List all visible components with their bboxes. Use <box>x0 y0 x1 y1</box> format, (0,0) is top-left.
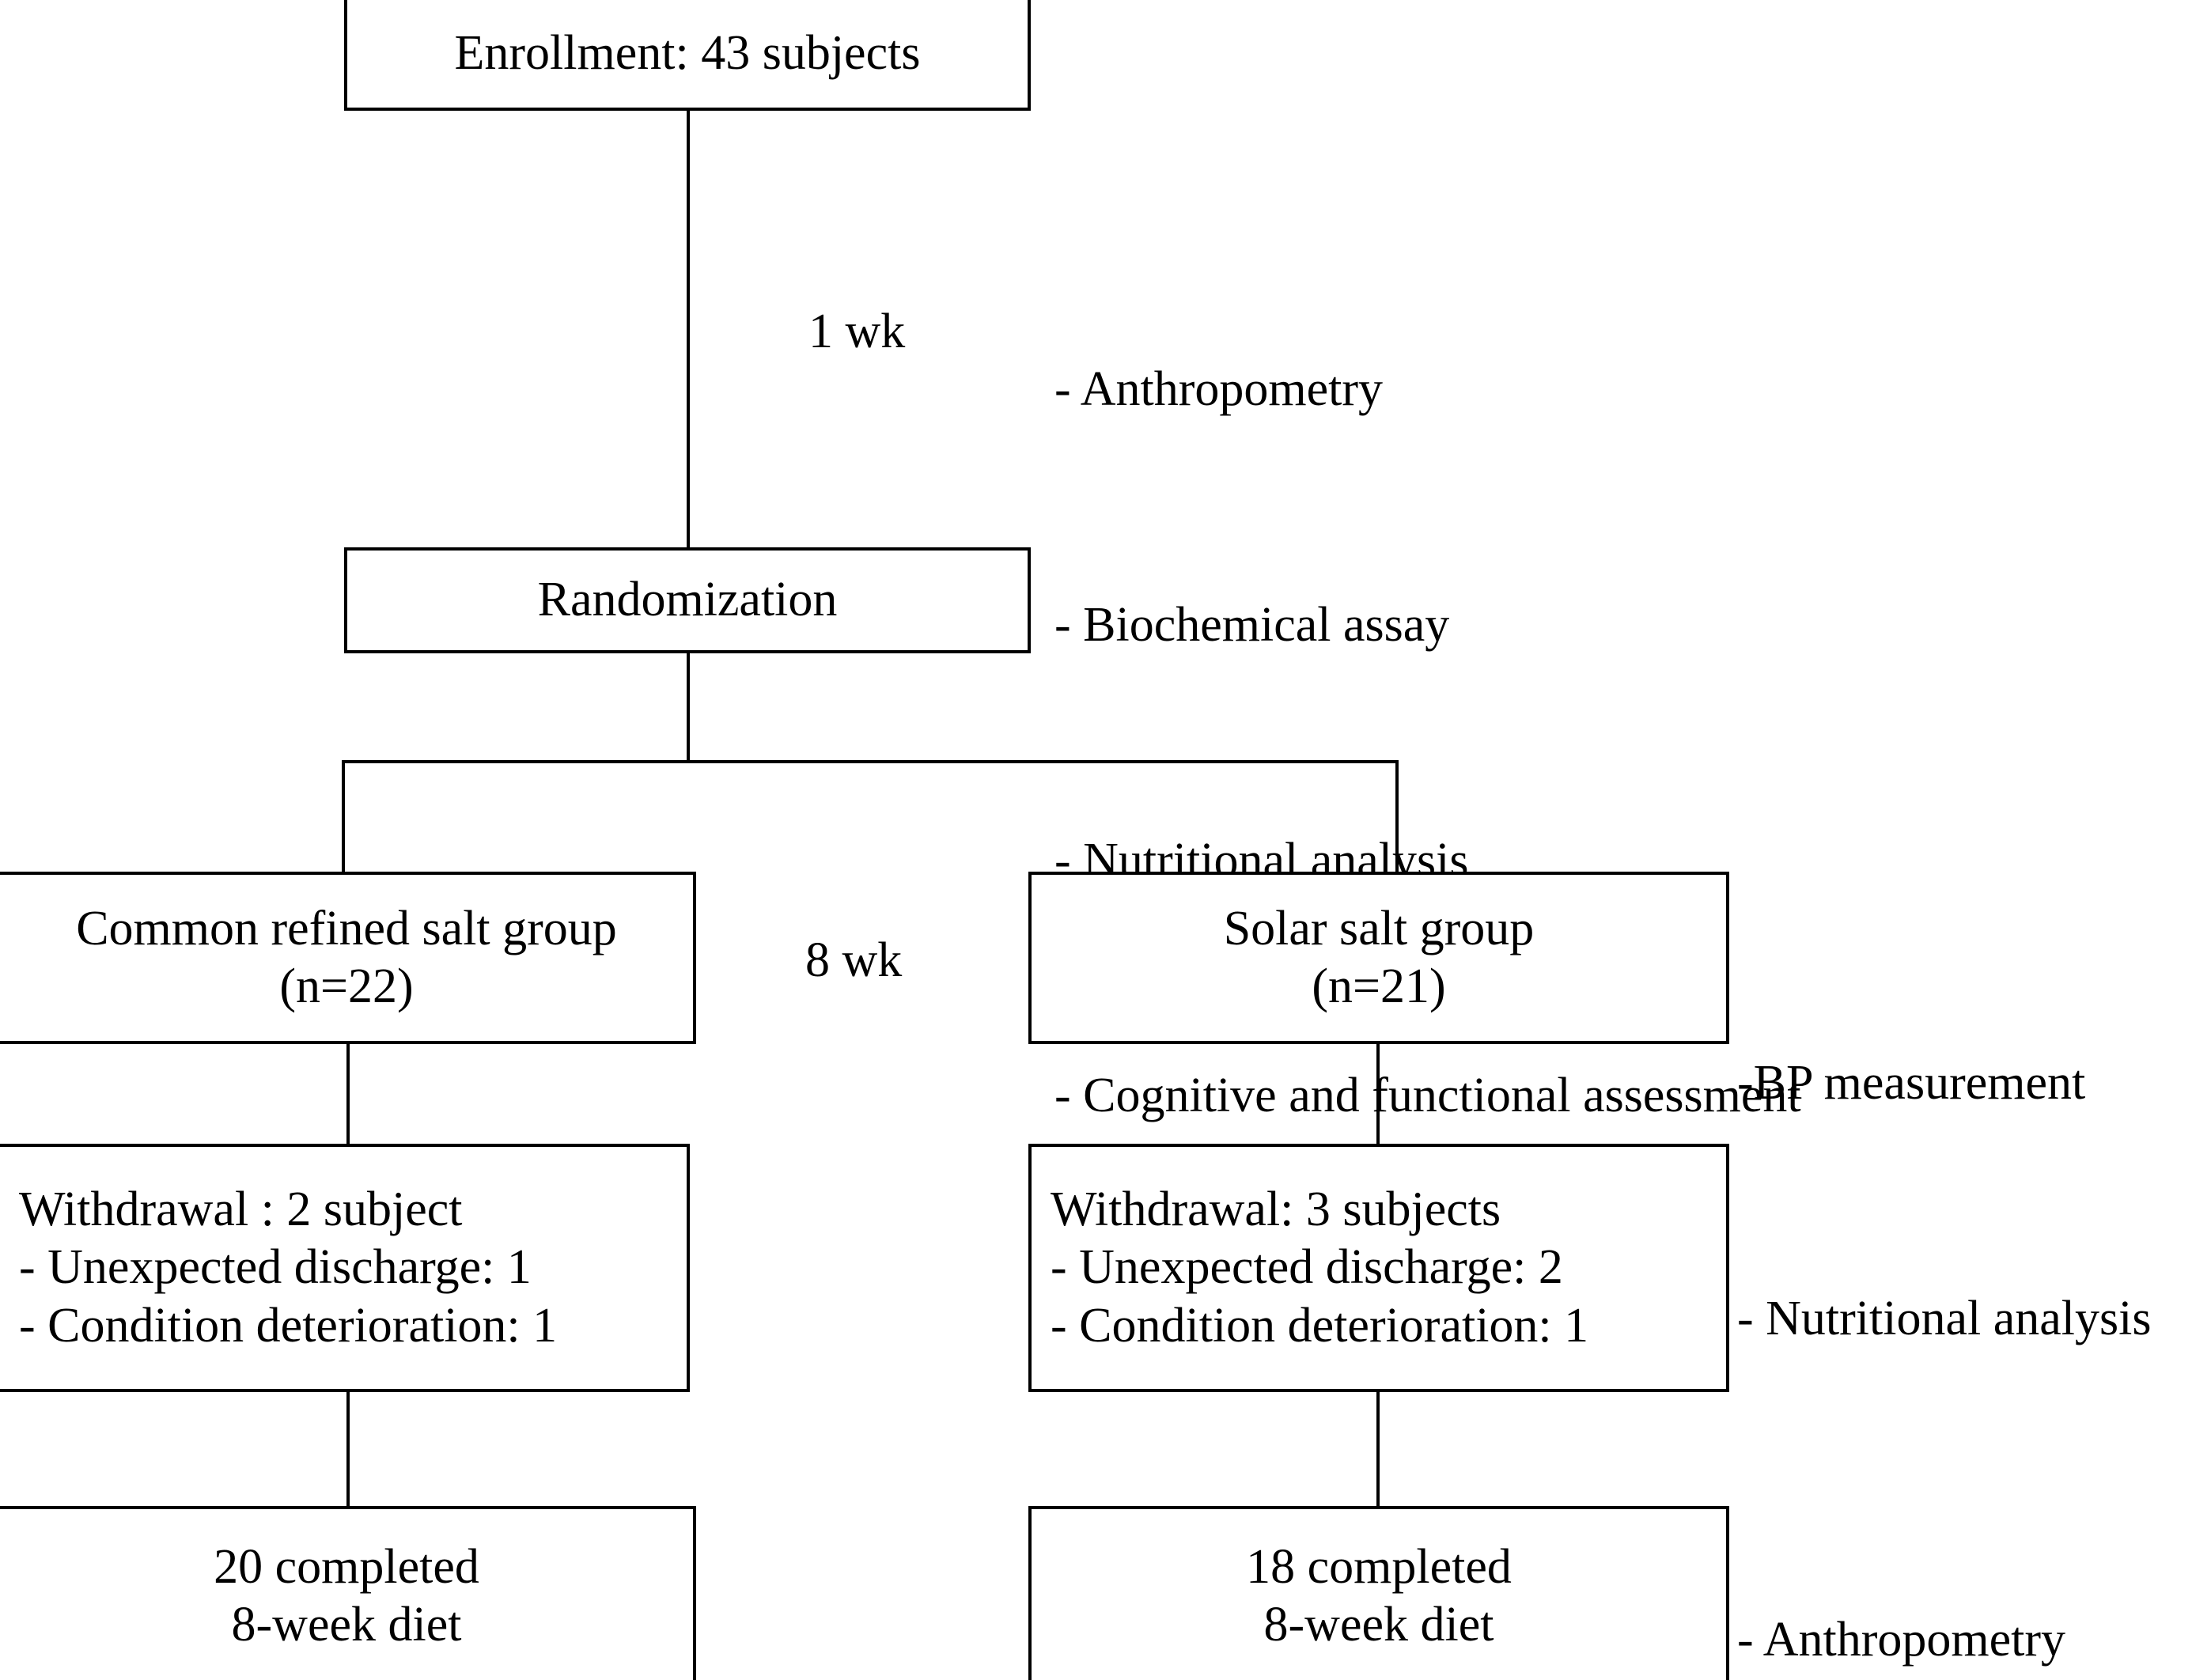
node-solar-group-line-2: (n=21) <box>1312 959 1446 1013</box>
node-withdrawal-right-line-1: Withdrawal: 3 subjects <box>1051 1182 1501 1237</box>
node-withdrawal-left-line-2: - Unexpected discharge: 1 <box>19 1240 532 1295</box>
node-withdrawal-solar-group: Withdrawal: 3 subjects - Unexpected disc… <box>1028 1144 1729 1392</box>
connector-enrollment-randomization <box>687 111 690 547</box>
node-completed-left-line-1: 20 completed <box>214 1539 479 1594</box>
node-completed-solar-group: 18 completed 8-week diet <box>1028 1506 1729 1680</box>
connector-randomization-split <box>687 653 690 763</box>
connector-withdrawal-right-to-completed <box>1376 1391 1380 1508</box>
side-note-baseline-item-1: - Anthropometry <box>1054 362 1383 417</box>
side-note-endpoint-item-1: - Anthropometry <box>1737 1613 2065 1667</box>
side-note-baseline-item-4: - Cognitive and functional assessment <box>1054 1069 1801 1123</box>
node-enrollment: Enrollment: 43 subjects <box>344 0 1031 111</box>
node-common-refined-salt-group: Common refined salt group (n=22) <box>0 872 696 1044</box>
node-randomization-label: Randomization <box>537 573 838 627</box>
label-8-wk: 8 wk <box>805 933 903 987</box>
side-note-baseline-item-2: - Biochemical assay <box>1054 597 1450 652</box>
connector-solar-group-to-withdrawal <box>1376 1042 1380 1145</box>
node-randomization: Randomization <box>344 547 1031 653</box>
node-completed-right-line-1: 18 completed <box>1246 1539 1512 1594</box>
node-completed-right-line-2: 8-week diet <box>1263 1598 1494 1652</box>
node-completed-common-group: 20 completed 8-week diet <box>0 1506 696 1680</box>
connector-split-to-solar-group <box>1395 760 1399 873</box>
side-notes-intervention: -BP measurement - Nutritional analysis <box>1737 887 2151 1515</box>
connector-split-to-common-group <box>342 760 345 873</box>
side-note-intervention-item-2: - Nutritional analysis <box>1737 1291 2152 1345</box>
node-common-group-line-1: Common refined salt group <box>76 901 617 955</box>
node-common-group-line-2: (n=22) <box>279 959 414 1013</box>
side-notes-baseline: - Anthropometry - Biochemical assay - Nu… <box>1054 194 1801 1292</box>
node-enrollment-label: Enrollment: 43 subjects <box>454 26 921 81</box>
node-solar-salt-group: Solar salt group (n=21) <box>1028 872 1729 1044</box>
node-solar-group-line-1: Solar salt group <box>1223 901 1535 955</box>
node-withdrawal-right-line-2: - Unexpected discharge: 2 <box>1051 1240 1563 1295</box>
node-withdrawal-right-line-3: - Condition deterioration: 1 <box>1051 1298 1589 1353</box>
side-notes-endpoint: - Anthropometry -Biochemical assay -Nutr… <box>1737 1444 2139 1680</box>
connector-common-group-to-withdrawal <box>346 1042 350 1145</box>
node-completed-left-line-2: 8-week diet <box>231 1598 462 1652</box>
node-withdrawal-left-line-1: Withdrawal : 2 subject <box>19 1182 463 1237</box>
connector-split-horizontal <box>342 760 1399 763</box>
label-1-wk: 1 wk <box>808 305 906 358</box>
connector-withdrawal-left-to-completed <box>346 1391 350 1508</box>
side-note-intervention-item-1: -BP measurement <box>1737 1056 2086 1111</box>
node-withdrawal-left-line-3: - Condition deterioration: 1 <box>19 1298 558 1353</box>
node-withdrawal-common-group: Withdrawal : 2 subject - Unexpected disc… <box>0 1144 690 1392</box>
